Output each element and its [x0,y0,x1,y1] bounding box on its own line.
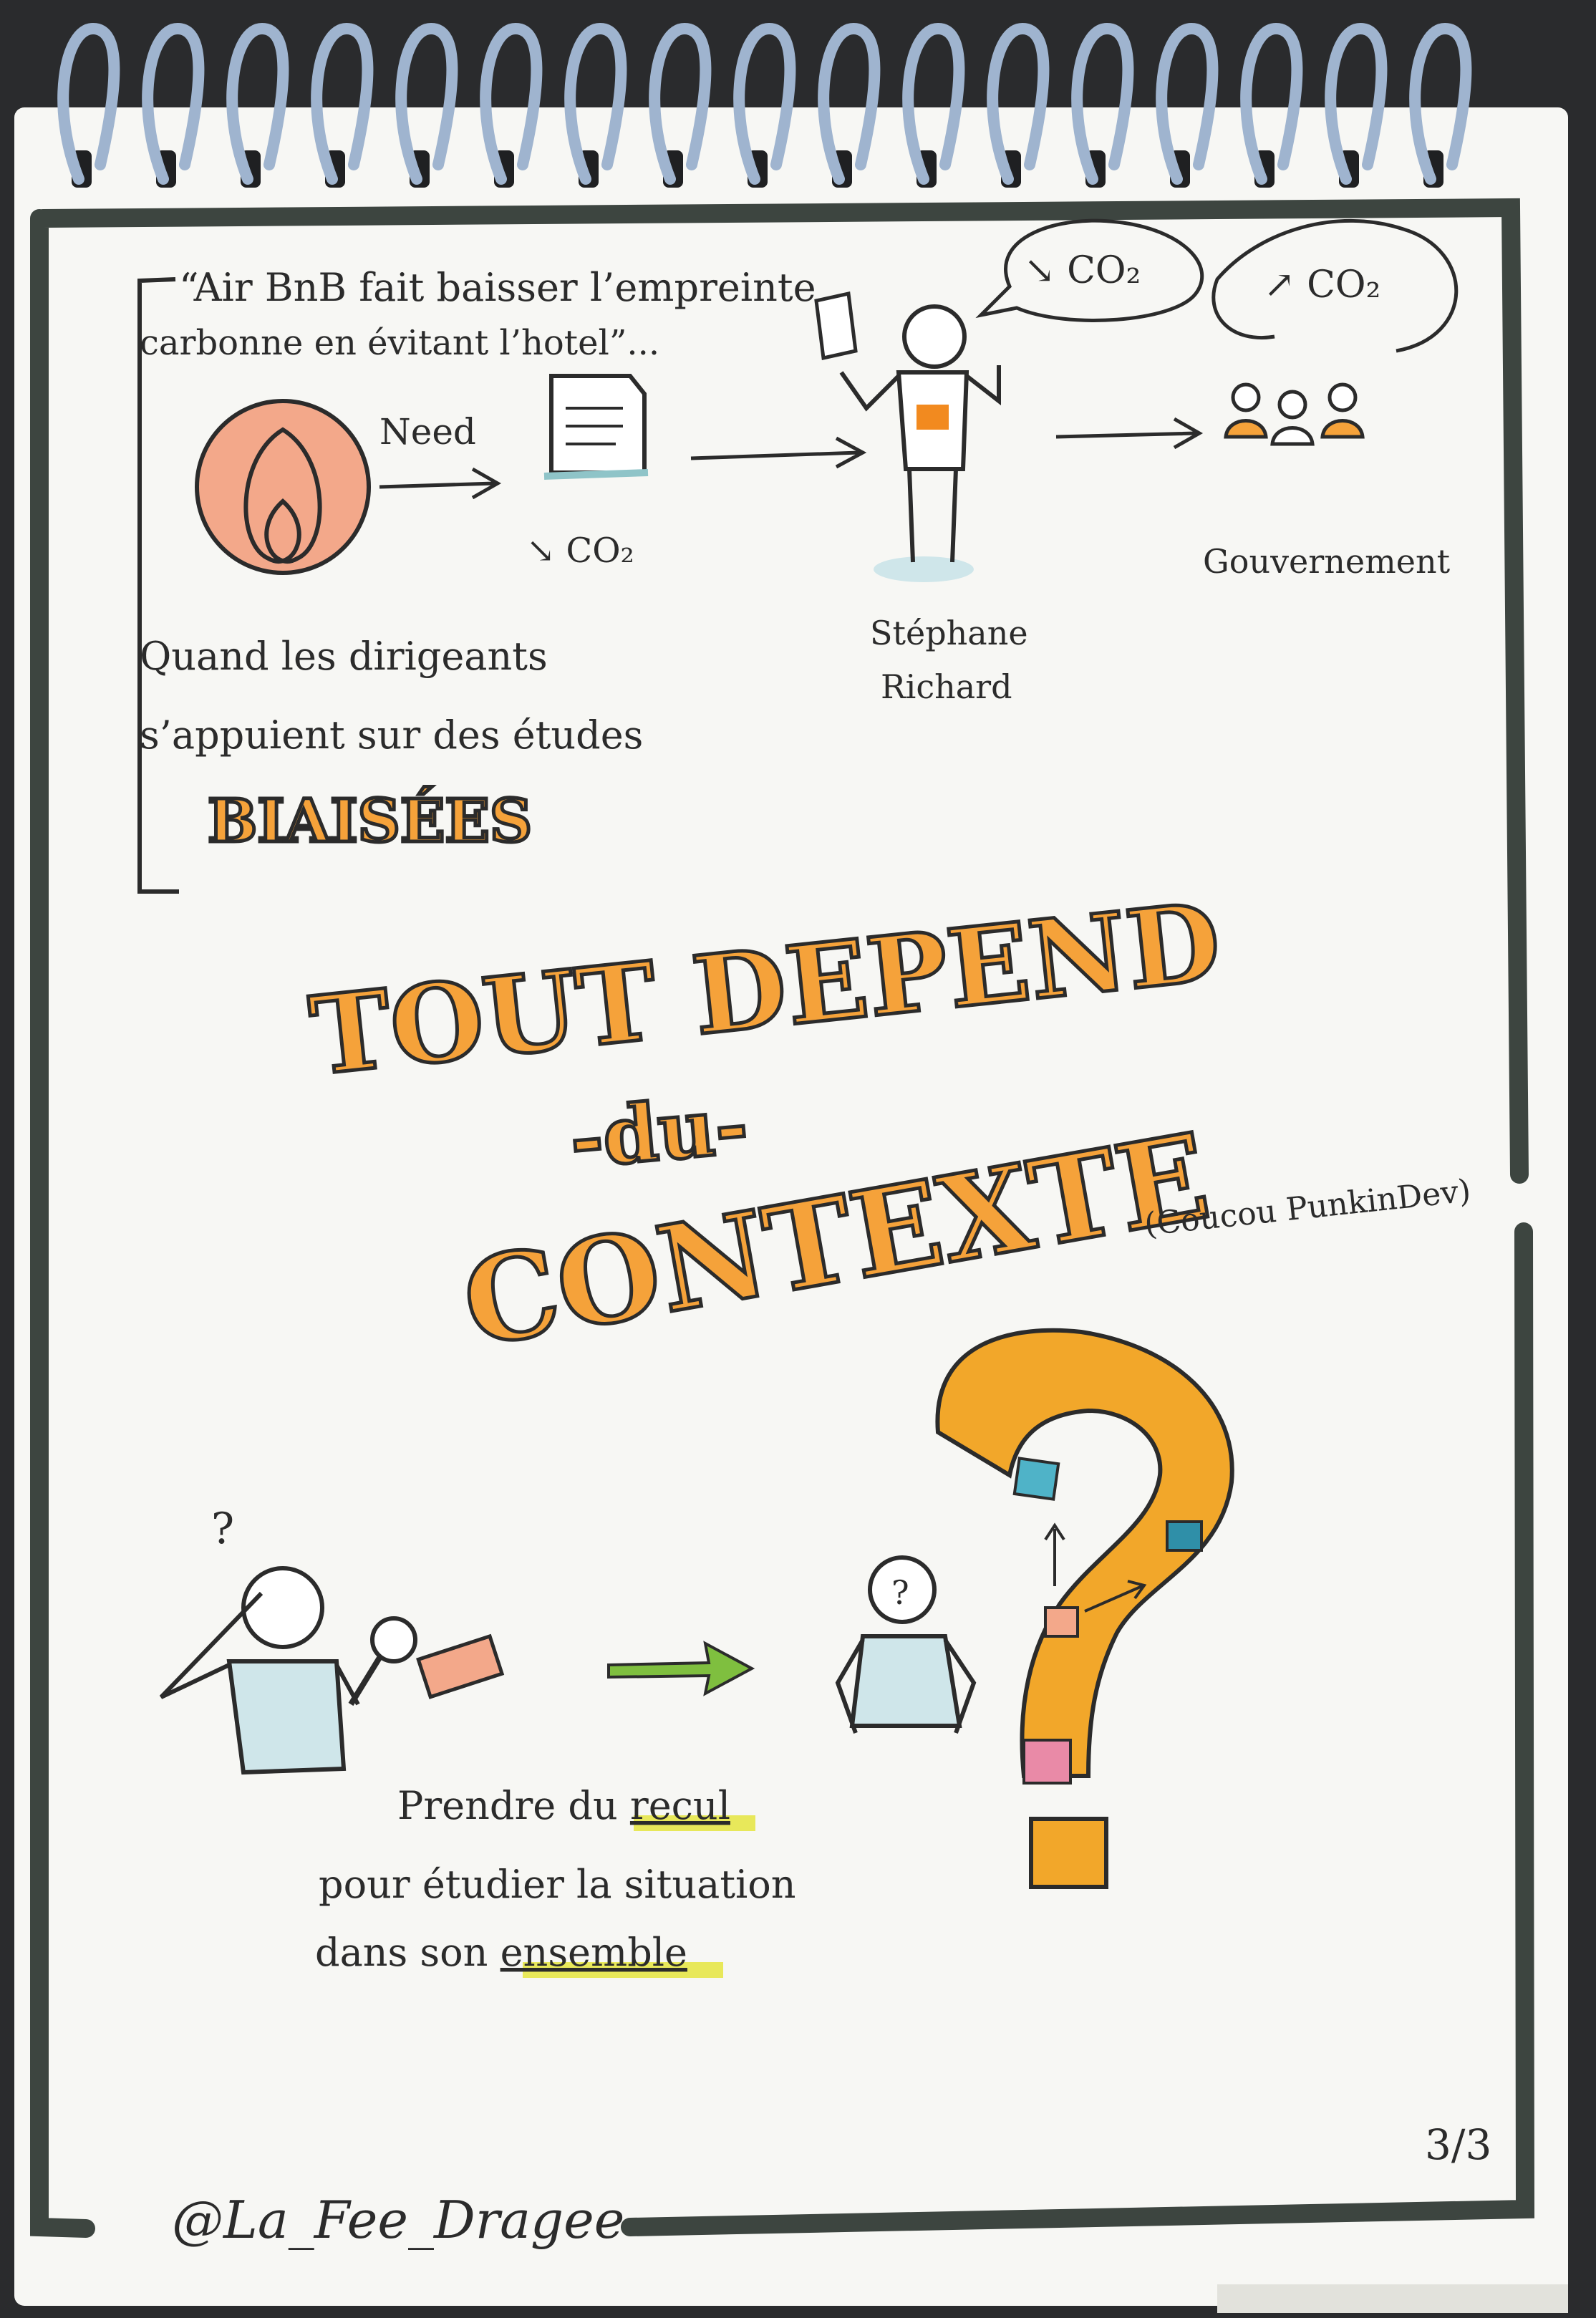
spiral-ring [311,22,374,185]
spiral-ring [987,22,1050,185]
need-label: Need [379,411,476,453]
person-to-government-arrow [1055,417,1204,450]
government-people-icon [1224,382,1365,446]
study-document-icon [543,374,649,480]
page-frame [30,198,1535,2238]
caption-bottom-line-2: pour étudier la situation [319,1862,796,1907]
bubble-co2-increase: ↗ CO₂ [1264,264,1380,306]
confused-person-figure [835,1555,977,1734]
spiral-ring [1156,22,1219,185]
quote-line-2: carbonne en évitant l’hotel”... [140,323,659,363]
thinker-figure [159,1566,417,1775]
co2-under-document: ↘ CO₂ [526,531,634,571]
recul-highlight [634,1815,755,1831]
stephane-line-1: Stéphane [870,614,1028,652]
caption-bottom-line-3: dans son ensemble [315,1930,687,1975]
spiral-ring [226,22,289,185]
notebook-page [14,107,1568,2306]
observed-card-icon [416,1633,505,1699]
thinker-question-mark: ? [211,1504,234,1554]
spiral-ring [1409,22,1472,185]
thought-bubble-up [1211,218,1459,353]
spiral-ring [480,22,543,185]
confused-mark: ? [891,1573,909,1612]
document-to-person-arrow [690,436,867,469]
headline-line-2: -du- [566,1078,752,1186]
ensemble-highlight [523,1962,723,1978]
spiral-ring [1325,22,1388,185]
spiral-ring [1240,22,1303,185]
need-arrow [379,467,502,500]
spiral-ring [733,22,796,185]
spiral-binding [57,22,1472,188]
spiral-ring [649,22,712,185]
spiral-ring [818,22,881,185]
stephane-line-2: Richard [881,667,1012,706]
caption-bottom-line-1: Prendre du recul [397,1783,730,1828]
spiral-ring [902,22,965,185]
caption-top-line-1: Quand les dirigeants [140,634,548,679]
bracket [137,277,179,894]
signature: @La_Fee_Dragee [172,2190,624,2250]
green-arrow-icon [607,1641,755,1696]
thought-bubble-down [975,218,1204,322]
bubble-co2-decrease: ↘ CO₂ [1024,249,1141,292]
spiral-ring [142,22,205,185]
caption-top-line-2: s’appuient sur des études [140,713,643,758]
caption-top-emphasis: BIAISÉES [208,786,532,856]
government-label: Gouvernement [1203,542,1451,581]
spiral-ring [1071,22,1134,185]
stephane-richard-figure [814,291,1001,582]
page-edge [1217,2284,1568,2313]
spiral-ring [57,22,120,185]
big-question-mark-icon [935,1328,1234,1889]
airbnb-logo-icon [195,399,371,575]
quote-line-1: “Air BnB fait baisser l’empreinte [179,265,816,310]
page-number: 3/3 [1425,2120,1491,2169]
spiral-ring [395,22,458,185]
spiral-ring [564,22,627,185]
